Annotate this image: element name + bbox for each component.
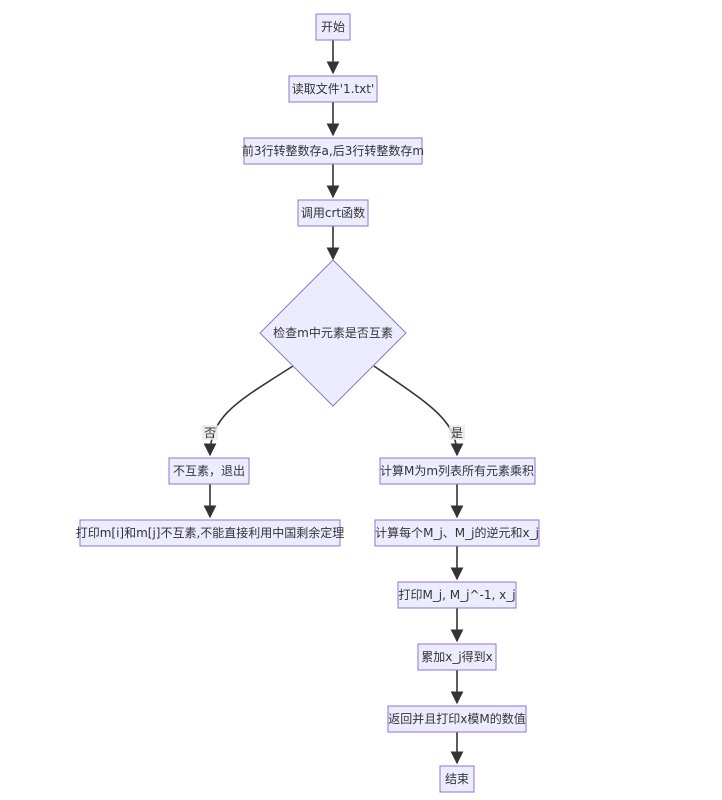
node-check-coprime-label: 检查m中元素是否互素 xyxy=(273,325,393,340)
node-sum-x: 累加x_j得到x xyxy=(417,643,497,671)
node-not-coprime: 不互素，退出 xyxy=(168,457,250,485)
node-print-values-label: 打印M_j, M_j^-1, x_j xyxy=(398,588,515,602)
node-print-not-coprime: 打印m[i]和m[j]不互素,不能直接利用中国剩余定理 xyxy=(76,519,345,547)
node-end-label: 结束 xyxy=(445,772,469,786)
node-end: 结束 xyxy=(439,765,475,793)
node-start: 开始 xyxy=(315,13,351,41)
node-convert-label: 前3行转整数存a,后3行转整数存m xyxy=(242,143,424,158)
node-print-not-coprime-label: 打印m[i]和m[j]不互素,不能直接利用中国剩余定理 xyxy=(76,525,345,540)
edges xyxy=(203,40,464,765)
node-start-label: 开始 xyxy=(321,20,345,34)
edge-check-to-not-coprime xyxy=(203,365,294,457)
node-compute-M: 计算M为m列表所有元素乘积 xyxy=(379,457,536,485)
node-print-values: 打印M_j, M_j^-1, x_j xyxy=(397,581,517,609)
node-not-coprime-label: 不互素，退出 xyxy=(173,464,245,478)
node-convert: 前3行转整数存a,后3行转整数存m xyxy=(242,137,424,165)
node-call-crt-label: 调用crt函数 xyxy=(301,205,365,220)
node-read-file: 读取文件'1.txt' xyxy=(288,75,378,103)
node-compute-Mj: 计算每个M_j、M_j的逆元和x_j xyxy=(374,519,540,547)
node-sum-x-label: 累加x_j得到x xyxy=(421,649,493,664)
edge-label-no-text: 否 xyxy=(204,426,216,440)
edge-check-to-compute-M xyxy=(373,365,464,457)
node-check-coprime: 检查m中元素是否互素 xyxy=(259,259,407,407)
node-read-file-label: 读取文件'1.txt' xyxy=(292,81,375,96)
edge-label-yes-text: 是 xyxy=(451,426,463,440)
edge-label-yes: 是 xyxy=(449,425,465,440)
node-call-crt: 调用crt函数 xyxy=(297,199,369,227)
edge-label-no: 否 xyxy=(202,425,218,440)
node-return-print: 返回并且打印x模M的数值 xyxy=(387,705,527,733)
node-compute-Mj-label: 计算每个M_j、M_j的逆元和x_j xyxy=(375,525,539,540)
node-return-print-label: 返回并且打印x模M的数值 xyxy=(388,711,525,726)
node-compute-M-label: 计算M为m列表所有元素乘积 xyxy=(380,463,534,478)
